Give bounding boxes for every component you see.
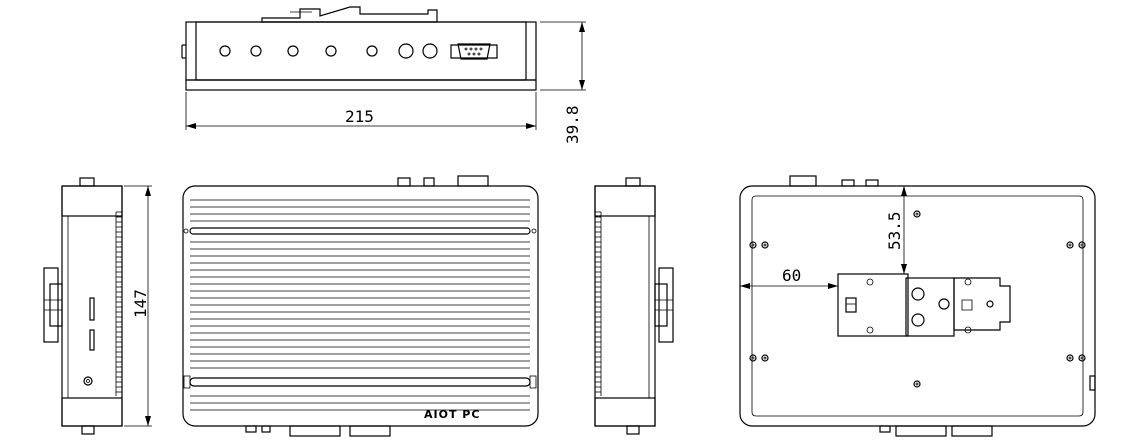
left-fins [115, 211, 122, 396]
port-led-4 [325, 45, 337, 57]
dim-height: 39.8 [563, 105, 582, 144]
right-fins [595, 211, 602, 396]
bottom-view: 53.5 60 [739, 175, 1096, 437]
dim-rail-vertical: 53.5 [885, 211, 904, 250]
dim-width: 215 [345, 107, 374, 126]
power-button-icon [83, 376, 93, 386]
heatsink-view: AIOT PC [182, 175, 539, 437]
db9-connector-icon [450, 43, 498, 60]
din-rail-bracket [837, 273, 1011, 337]
port-antenna-2 [422, 43, 438, 59]
port-led-3 [287, 45, 299, 57]
left-side-view: 147 [43, 177, 152, 435]
brand-label: AIOT PC [424, 408, 480, 421]
top-view: 215 39.8 [181, 6, 586, 144]
right-side-view [594, 177, 674, 435]
dim-rail-horizontal: 60 [782, 266, 801, 285]
port-led-5 [366, 45, 378, 57]
mounting-holes [749, 210, 1086, 388]
port-led-1 [219, 45, 231, 57]
heatsink-fins [190, 199, 530, 411]
port-antenna-1 [398, 43, 414, 59]
port-led-2 [250, 45, 262, 57]
dim-depth: 147 [131, 289, 150, 318]
